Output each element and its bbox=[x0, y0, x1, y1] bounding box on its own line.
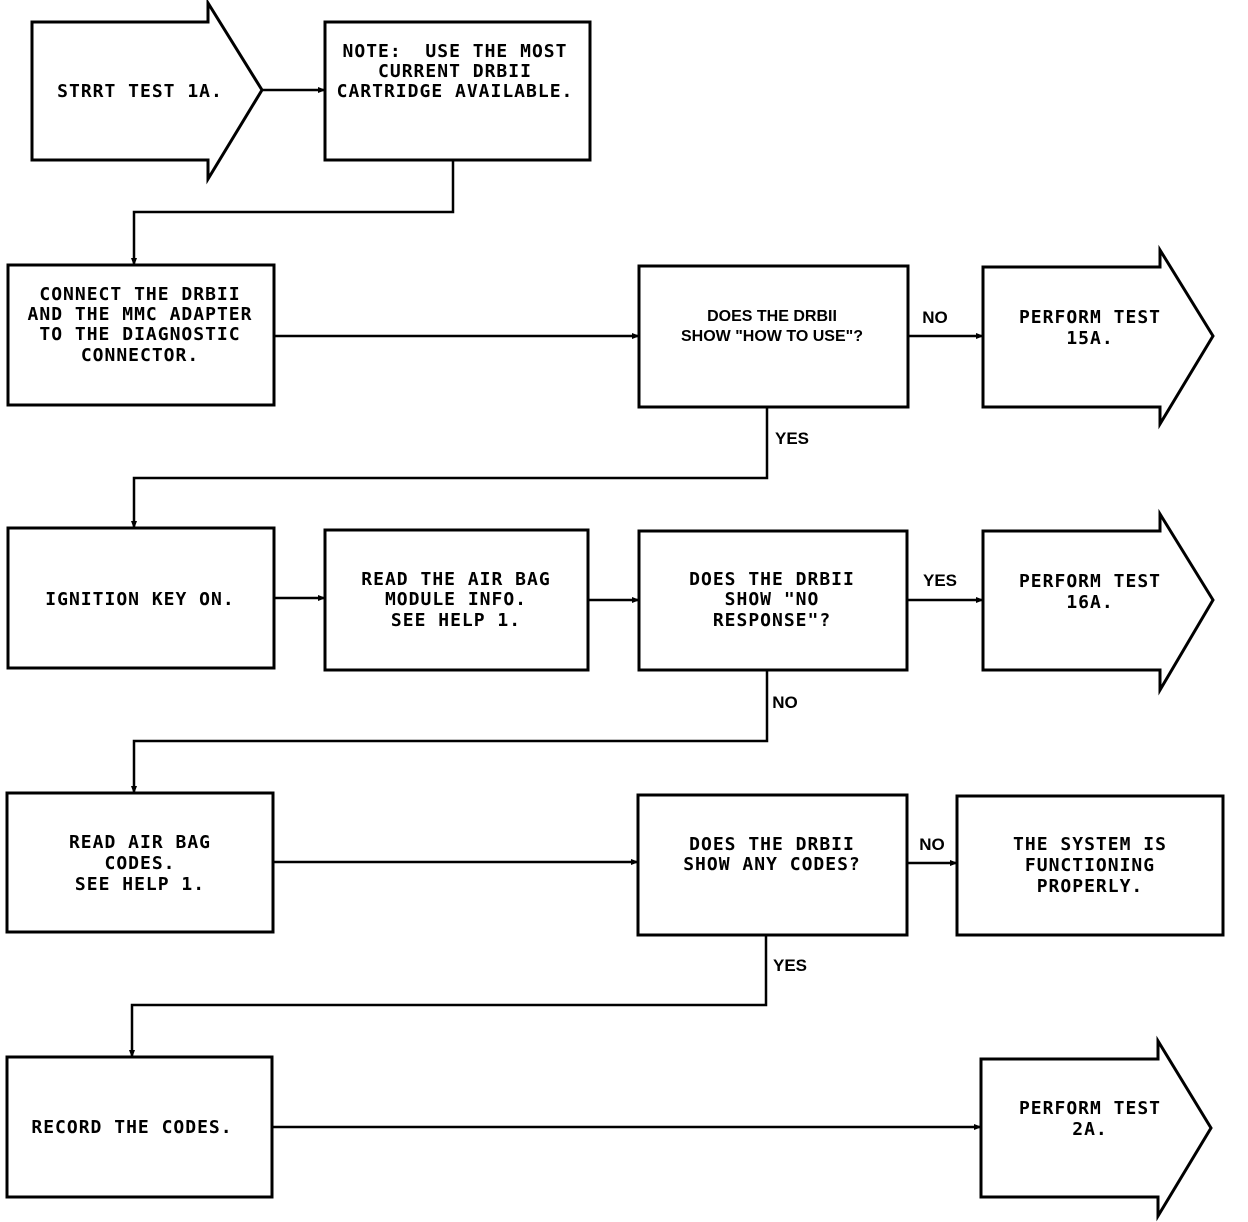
q-how-to-use-box bbox=[637, 264, 910, 409]
q-how-to-use-line-1: DOES THE DRBII bbox=[707, 308, 837, 325]
label-no-response-yes: YES bbox=[923, 571, 957, 590]
label-any-codes-no: NO bbox=[919, 835, 945, 854]
read-codes-line-3: SEE HELP 1. bbox=[75, 874, 205, 895]
q-how-to-use-line-2: SHOW "HOW TO USE"? bbox=[681, 328, 863, 345]
read-codes-box bbox=[5, 791, 275, 934]
q-no-response-line-2: SHOW "NO bbox=[725, 589, 820, 610]
ignition-label: IGNITION KEY ON. bbox=[45, 589, 234, 610]
q-any-codes-line-1: DOES THE DRBII bbox=[689, 834, 855, 855]
perform-15a-line-2: 15A. bbox=[1066, 328, 1113, 349]
edge-note-to-connect bbox=[131, 160, 455, 266]
ignition-box bbox=[6, 526, 276, 670]
start-label: STRRT TEST 1A. bbox=[57, 81, 223, 102]
perform-16a-line-1: PERFORM TEST bbox=[1019, 571, 1161, 592]
q-any-codes-box bbox=[636, 793, 909, 937]
node-perform-2a: PERFORM TEST 2A. bbox=[979, 1035, 1213, 1222]
node-perform-16a: PERFORM TEST 16A. bbox=[981, 508, 1215, 696]
note-box bbox=[323, 20, 592, 162]
connect-line-2: AND THE MMC ADAPTER bbox=[28, 304, 253, 325]
note-line-1: NOTE: USE THE MOST bbox=[343, 41, 568, 62]
node-connect: CONNECT THE DRBII AND THE MMC ADAPTER TO… bbox=[6, 263, 276, 407]
read-module-line-3: SEE HELP 1. bbox=[391, 610, 521, 631]
read-module-line-2: MODULE INFO. bbox=[385, 589, 527, 610]
node-record: RECORD THE CODES. bbox=[5, 1055, 274, 1199]
system-ok-box bbox=[955, 794, 1225, 937]
q-no-response-box bbox=[637, 529, 909, 672]
perform-15a-line-1: PERFORM TEST bbox=[1019, 307, 1161, 328]
node-start: STRRT TEST 1A. bbox=[30, 0, 264, 185]
note-line-2: CURRENT DRBII bbox=[378, 61, 532, 82]
q-no-response-line-3: RESPONSE"? bbox=[713, 610, 831, 631]
record-box bbox=[5, 1055, 274, 1199]
q-no-response-line-1: DOES THE DRBII bbox=[689, 569, 855, 590]
q-any-codes-line-2: SHOW ANY CODES? bbox=[683, 854, 861, 875]
node-q-no-response: DOES THE DRBII SHOW "NO RESPONSE"? bbox=[637, 529, 909, 672]
perform-2a-line-1: PERFORM TEST bbox=[1019, 1098, 1161, 1119]
edge-q-any-codes-yes bbox=[129, 935, 768, 1058]
read-codes-line-1: READ AIR BAG bbox=[69, 832, 211, 853]
perform-2a-line-2: 2A. bbox=[1072, 1119, 1108, 1140]
perform-2a-arrow-shape bbox=[979, 1035, 1213, 1222]
start-arrow-shape bbox=[30, 0, 264, 185]
perform-16a-arrow-shape bbox=[981, 508, 1215, 696]
connect-line-4: CONNECTOR. bbox=[81, 345, 199, 366]
connect-box bbox=[6, 263, 276, 407]
node-perform-15a: PERFORM TEST 15A. bbox=[981, 244, 1215, 430]
note-line-3: CARTRIDGE AVAILABLE. bbox=[337, 81, 574, 102]
perform-16a-line-2: 16A. bbox=[1066, 592, 1113, 613]
system-ok-line-3: PROPERLY. bbox=[1037, 876, 1144, 897]
label-how-to-use-no: NO bbox=[922, 308, 948, 327]
system-ok-line-1: THE SYSTEM IS bbox=[1013, 834, 1167, 855]
perform-15a-arrow-shape bbox=[981, 244, 1215, 430]
connect-line-1: CONNECT THE DRBII bbox=[39, 284, 240, 305]
read-codes-line-2: CODES. bbox=[104, 853, 175, 874]
label-how-to-use-yes: YES bbox=[775, 429, 809, 448]
record-label: RECORD THE CODES. bbox=[31, 1117, 232, 1138]
read-module-box bbox=[323, 528, 590, 672]
connect-line-3: TO THE DIAGNOSTIC bbox=[39, 324, 240, 345]
node-read-module: READ THE AIR BAG MODULE INFO. SEE HELP 1… bbox=[323, 528, 590, 672]
read-module-line-1: READ THE AIR BAG bbox=[361, 569, 550, 590]
edge-q-no-response-no bbox=[131, 670, 769, 794]
system-ok-line-2: FUNCTIONING bbox=[1025, 855, 1155, 876]
node-q-any-codes: DOES THE DRBII SHOW ANY CODES? bbox=[636, 793, 909, 937]
label-no-response-no: NO bbox=[772, 693, 798, 712]
node-read-codes: READ AIR BAG CODES. SEE HELP 1. bbox=[5, 791, 275, 934]
node-q-how-to-use: DOES THE DRBII SHOW "HOW TO USE"? bbox=[637, 264, 910, 409]
node-ignition: IGNITION KEY ON. bbox=[6, 526, 276, 670]
label-any-codes-yes: YES bbox=[773, 956, 807, 975]
node-note: NOTE: USE THE MOST CURRENT DRBII CARTRID… bbox=[323, 20, 592, 162]
node-system-ok: THE SYSTEM IS FUNCTIONING PROPERLY. bbox=[955, 794, 1225, 937]
edge-q-how-to-use-yes bbox=[131, 407, 769, 529]
